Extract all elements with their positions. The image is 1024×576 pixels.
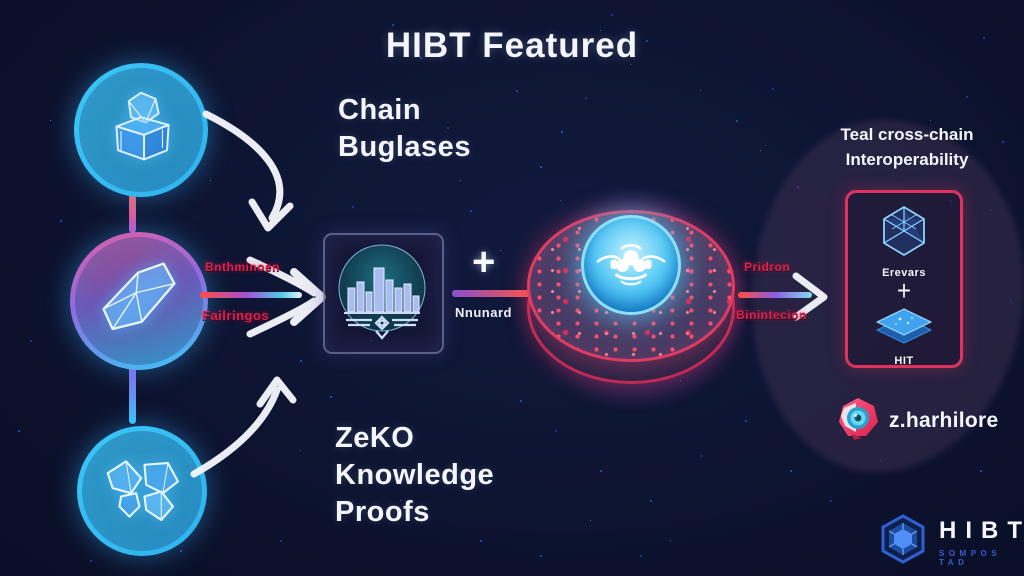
- card-item-label: HIT: [894, 355, 914, 367]
- crystal-icon: [89, 249, 189, 354]
- crystal-cluster-icon: [96, 443, 188, 540]
- mid-gradient-bar: [452, 290, 532, 297]
- brand-logo: z.harhilore: [836, 396, 999, 445]
- plus-sign: +: [472, 240, 496, 284]
- node-circle-middle: [70, 232, 208, 370]
- footer-logo: HIBT SOMPOS TAD: [880, 514, 1024, 569]
- label-chain-buglases: Chain Buglases: [338, 94, 471, 163]
- starfield-layer: [0, 0, 1, 1]
- brand-name: z.harhilore: [889, 408, 999, 432]
- node-connector: [129, 360, 136, 424]
- left-arrow-label-bottom: Failringos: [202, 308, 270, 323]
- hexagon-logo-icon: [880, 514, 926, 569]
- bar-chart-emblem-panel: [323, 233, 444, 354]
- left-arrow-label-top: Bnthminoen: [205, 260, 280, 274]
- interoperability-heading: Teal cross-chain Interoperability: [840, 125, 974, 169]
- card-item-label: Erevars: [882, 267, 926, 279]
- wireframe-cube-icon: [877, 203, 931, 264]
- node-circle-bottom: [77, 426, 207, 556]
- mid-label: Nnunard: [455, 305, 512, 320]
- stacked-layers-icon: [873, 305, 935, 352]
- node-circle-top: [74, 63, 208, 197]
- disc-core: [581, 215, 681, 315]
- winged-gem-icon: [591, 223, 671, 308]
- glowing-chest-icon: [95, 82, 187, 179]
- interoperability-card: Erevars + HIT: [845, 190, 963, 368]
- card-plus-sign: +: [896, 275, 911, 307]
- bar-chart-emblem-icon: [334, 241, 434, 346]
- page-title: HIBT Featured: [385, 26, 639, 65]
- footer-tagline: SOMPOS TAD: [939, 548, 1002, 567]
- lens-hexagon-icon: [836, 396, 880, 445]
- footer-brand-name: HIBT: [939, 516, 1024, 544]
- right-gradient-bar: [738, 292, 812, 298]
- node-connector: [129, 189, 136, 233]
- right-arrow-label-bottom: Binintecion: [736, 308, 807, 322]
- left-gradient-bar: [200, 292, 302, 298]
- label-zeko-knowledge-proofs: ZeKO Knowledge Proofs: [335, 422, 495, 528]
- right-arrow-label-top: Pridron: [744, 260, 791, 274]
